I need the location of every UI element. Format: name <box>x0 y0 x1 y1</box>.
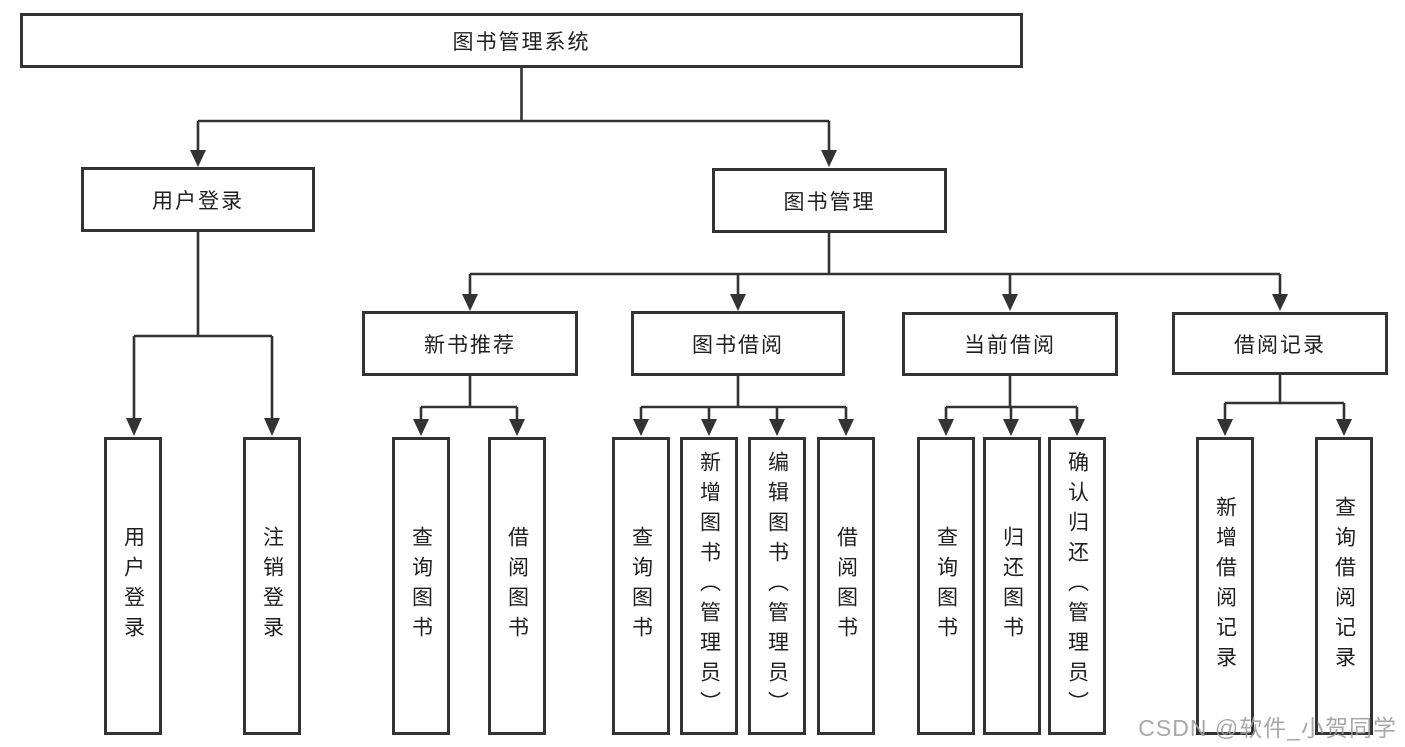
node-library-management-system: 图书管理系统 <box>20 13 1023 68</box>
csdn-watermark: CSDN @软件_小贺同学 <box>1138 715 1397 741</box>
leaf-logout: 注销登录 <box>243 437 301 735</box>
node-borrow-records: 借阅记录 <box>1172 312 1388 375</box>
leaf-records-query-record: 查询借阅记录 <box>1315 437 1373 735</box>
leaf-label: 归还图书 <box>1000 526 1024 646</box>
leaf-current-confirm-return-admin: 确认归还（管理员） <box>1048 437 1106 735</box>
arrowheads <box>126 150 1352 436</box>
node-label: 图书管理系统 <box>452 30 591 54</box>
leaf-newbook-query-books: 查询图书 <box>392 437 450 735</box>
leaf-current-query-books: 查询图书 <box>917 437 975 735</box>
leaf-borrow-query-books: 查询图书 <box>612 437 670 735</box>
node-book-management: 图书管理 <box>712 168 947 233</box>
leaf-current-return-books: 归还图书 <box>983 437 1041 735</box>
leaf-label: 用户登录 <box>121 526 145 646</box>
leaf-records-add-record: 新增借阅记录 <box>1196 437 1254 735</box>
node-label: 图书借阅 <box>692 333 784 357</box>
leaf-label: 新增借阅记录 <box>1213 496 1237 676</box>
leaf-label: 查询借阅记录 <box>1332 496 1356 676</box>
leaf-label: 查询图书 <box>629 526 653 646</box>
leaf-label: 新增图书（管理员） <box>697 451 721 721</box>
node-label: 当前借阅 <box>964 334 1056 357</box>
leaf-label: 借阅图书 <box>505 526 529 646</box>
node-label: 借阅记录 <box>1234 333 1326 357</box>
node-current-borrow: 当前借阅 <box>902 312 1118 376</box>
leaf-borrow-add-books-admin: 新增图书（管理员） <box>680 437 738 735</box>
node-book-borrow: 图书借阅 <box>631 311 845 376</box>
leaf-label: 查询图书 <box>409 526 433 646</box>
leaf-label: 查询图书 <box>934 526 958 646</box>
leaf-label: 确认归还（管理员） <box>1065 451 1089 721</box>
node-label: 图书管理 <box>783 190 876 214</box>
leaf-label: 编辑图书（管理员） <box>765 451 789 721</box>
leaf-newbook-borrow-books: 借阅图书 <box>488 437 546 735</box>
leaf-borrow-edit-books-admin: 编辑图书（管理员） <box>748 437 806 735</box>
node-label: 用户登录 <box>152 189 244 213</box>
leaf-user-login: 用户登录 <box>104 437 162 735</box>
node-user-login: 用户登录 <box>81 167 315 232</box>
leaf-borrow-borrow-books: 借阅图书 <box>817 437 875 735</box>
node-new-book-recommend: 新书推荐 <box>362 311 578 376</box>
leaf-label: 注销登录 <box>260 526 284 646</box>
leaf-label: 借阅图书 <box>834 526 858 646</box>
node-label: 新书推荐 <box>424 333 516 357</box>
